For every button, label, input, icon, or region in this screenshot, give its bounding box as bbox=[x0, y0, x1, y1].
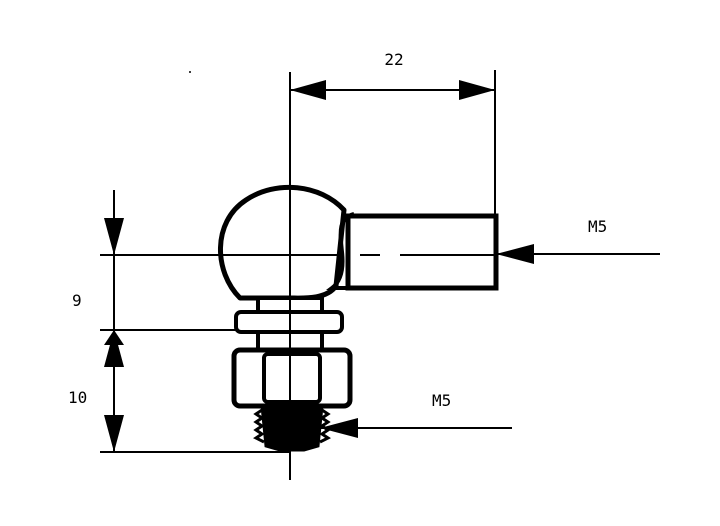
ball-socket-outline bbox=[218, 184, 347, 301]
sleeve-lip bbox=[326, 212, 355, 290]
arrowhead-left bbox=[290, 80, 326, 100]
arrowhead-side-thread bbox=[496, 244, 534, 264]
dimension-label-10: 10 bbox=[68, 388, 87, 407]
hex-nut bbox=[231, 347, 353, 409]
side-thread-callout: M5 bbox=[496, 217, 660, 264]
speck bbox=[189, 71, 191, 73]
arrowhead-bottom-thread bbox=[320, 418, 358, 438]
dimension-label-9: 9 bbox=[72, 291, 82, 310]
dimension-vertical: 9 10 bbox=[68, 190, 290, 453]
arrowhead-10-bottom bbox=[104, 415, 124, 452]
bottom-thread-callout: M5 bbox=[320, 391, 512, 438]
thread-sleeve bbox=[345, 213, 499, 291]
dimension-label-22: 22 bbox=[384, 50, 403, 69]
arrowhead-9-top bbox=[104, 218, 124, 255]
side-thread-label: M5 bbox=[588, 217, 607, 236]
bottom-thread-label: M5 bbox=[432, 391, 451, 410]
thread-body bbox=[260, 404, 324, 452]
arrowhead-right bbox=[459, 80, 495, 100]
arrowhead-10-top bbox=[104, 330, 124, 367]
hex-nut-face-center bbox=[262, 352, 322, 404]
threaded-stud bbox=[253, 404, 331, 452]
thread-teeth bbox=[253, 408, 331, 444]
ball-socket bbox=[218, 184, 499, 301]
